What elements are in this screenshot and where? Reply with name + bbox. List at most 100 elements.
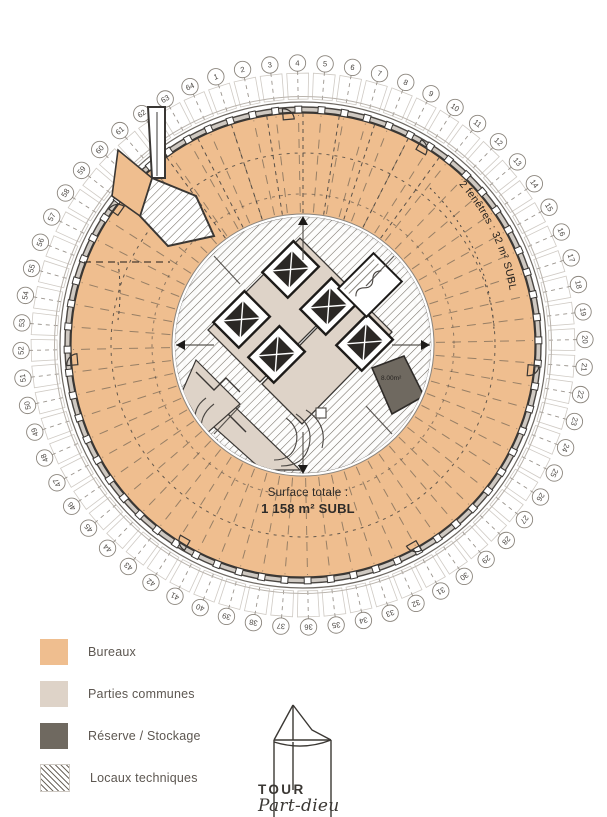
- module-line: [312, 115, 322, 213]
- door-swing: [415, 138, 428, 156]
- facade-mullion: [528, 289, 538, 300]
- axis-callout: 9: [411, 85, 440, 132]
- module-line: [210, 134, 251, 224]
- facade-module-cell: [536, 401, 569, 430]
- module-line: [394, 178, 463, 250]
- axis-number: 24: [560, 442, 571, 453]
- storage-area-label: 8.00m²: [381, 375, 402, 382]
- module-line: [102, 409, 188, 458]
- module-line: [88, 260, 180, 297]
- axis-callout: 38: [244, 581, 263, 632]
- door-swing: [405, 539, 423, 553]
- axis-number: 47: [51, 477, 63, 489]
- axis-callout: 54: [16, 286, 67, 305]
- legend-swatch-bureaux: [40, 639, 68, 665]
- axis-number: 14: [528, 178, 540, 190]
- facade-mullion: [212, 559, 223, 570]
- module-line: [143, 440, 212, 512]
- facade-module-cell: [31, 363, 61, 389]
- facade-module-cell: [336, 75, 363, 106]
- axis-callout: 53: [13, 314, 64, 332]
- legend-swatch-reserve: [40, 723, 68, 749]
- brand-logo-text: TOUR Part-dieu: [258, 783, 378, 815]
- axis-number: 40: [195, 602, 206, 613]
- module-line: [331, 474, 353, 570]
- facade-mullion: [270, 106, 280, 116]
- module-line: [171, 156, 228, 237]
- axis-number: 48: [39, 452, 51, 463]
- axis-number: 36: [304, 622, 313, 631]
- facade-module-cell: [193, 569, 224, 603]
- axis-callout: 13: [485, 153, 527, 190]
- axis-callout: 27: [491, 493, 534, 529]
- facade-mullion: [294, 105, 303, 114]
- facade-mullion: [317, 106, 326, 115]
- facade-module-cell: [446, 124, 481, 159]
- facade-module-cell: [45, 235, 79, 266]
- facade-module-cell: [545, 301, 575, 327]
- axis-number: 55: [26, 263, 37, 274]
- axis-callout: 58: [56, 184, 102, 216]
- facade-mullion: [495, 466, 507, 478]
- office-module-lines: [73, 115, 533, 575]
- module-line: [398, 436, 470, 505]
- axis-number: 20: [580, 335, 589, 344]
- axis-number: 46: [66, 500, 78, 512]
- legend-item-reserve: Réserve / Stockage: [40, 720, 270, 752]
- axis-number: 32: [410, 598, 421, 610]
- axis-callout: 36: [299, 584, 318, 636]
- module-line: [297, 115, 301, 213]
- facade-mullion: [92, 454, 103, 466]
- facade-module-cell: [259, 73, 285, 103]
- module-line: [262, 475, 281, 572]
- axis-callout: 34: [353, 579, 373, 630]
- facade-module-cell: [37, 260, 70, 289]
- axis-callout: 44: [98, 517, 137, 557]
- axis-number: 33: [385, 608, 396, 619]
- surface-total-label: Surface totale :: [267, 487, 349, 499]
- facade-mullion: [524, 404, 535, 414]
- facade-module-cell: [30, 312, 60, 336]
- door-swing: [526, 364, 540, 377]
- module-line: [432, 295, 528, 317]
- axis-callout: 28: [475, 511, 515, 550]
- module-line: [325, 118, 344, 215]
- building-core: [171, 213, 435, 477]
- facade-module-cell: [88, 496, 124, 531]
- module-line: [109, 220, 192, 274]
- facade-mullion: [476, 186, 488, 198]
- facade-mullion: [82, 434, 93, 445]
- surface-total-block: Surface totale : 1 158 m² SUBL: [228, 487, 388, 516]
- view-cone-line: [197, 138, 244, 228]
- axis-number: 6: [350, 63, 356, 73]
- axis-callout: 18: [537, 275, 588, 295]
- axis-number: 39: [221, 611, 232, 622]
- axis-number: 25: [548, 467, 560, 479]
- module-line: [275, 116, 288, 213]
- facade-module-cell: [454, 524, 489, 560]
- axis-callout: 51: [14, 369, 65, 387]
- axis-number: 31: [435, 585, 447, 597]
- axis-callout: 48: [35, 440, 84, 467]
- axis-callout: 8: [390, 73, 415, 122]
- facade-mullion: [257, 572, 267, 582]
- axis-number: 53: [17, 318, 27, 327]
- brand-logo-line2: Part-dieu: [258, 795, 340, 816]
- module-line: [384, 164, 446, 241]
- legend-label-bureaux: Bureaux: [88, 645, 136, 659]
- axis-number: 26: [534, 491, 546, 503]
- brand-logo: TOUR Part-dieu: [258, 700, 378, 815]
- facade-module-cell: [312, 72, 336, 102]
- facade-mullion: [534, 336, 543, 345]
- axis-number: 34: [358, 615, 368, 626]
- view-cone: [166, 113, 440, 239]
- module-line: [421, 404, 509, 450]
- facade-mullion: [87, 232, 99, 244]
- facade-mullion: [517, 425, 528, 436]
- axis-callout: 42: [142, 546, 174, 592]
- facade-module-cell: [382, 87, 413, 121]
- module-line: [76, 304, 173, 323]
- axis-number: 35: [331, 620, 340, 630]
- axis-callout: 47: [48, 461, 94, 492]
